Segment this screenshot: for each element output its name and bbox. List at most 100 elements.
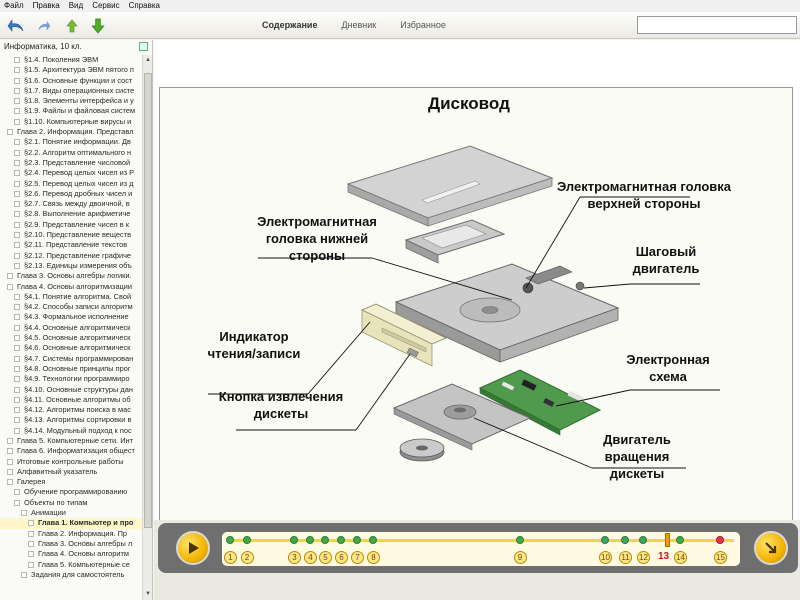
sidebar-toggle-icon[interactable] [139,42,148,51]
tree-item[interactable]: §4.7. Системы программирован [0,354,142,364]
tree-expander-icon[interactable] [14,139,20,146]
frame-dot[interactable] [353,536,361,544]
sidebar-scrollbar[interactable]: ▲ ▼ [142,55,152,600]
tree-expander-icon[interactable] [7,273,13,280]
tree-expander-icon[interactable] [14,417,20,424]
tree-item[interactable]: §4.2. Способы записи алгоритм [0,302,142,312]
tree-expander-icon[interactable] [21,571,27,578]
tree-item[interactable]: §4.11. Основные алгоритмы об [0,395,142,405]
frame-dot[interactable] [639,536,647,544]
tree-item[interactable]: §4.1. Понятие алгоритма. Свой [0,292,142,302]
frame-number[interactable]: 3 [288,551,301,564]
tree-expander-icon[interactable] [7,129,13,136]
tree-expander-icon[interactable] [14,108,20,115]
tree-item[interactable]: §2.8. Выполнение арифметиче [0,209,142,219]
tree-item[interactable]: §1.5. Архитектура ЭВМ пятого п [0,65,142,75]
frame-number[interactable]: 2 [240,551,254,564]
scroll-down-icon[interactable]: ▼ [145,591,151,597]
tree-expander-icon[interactable] [14,252,20,259]
tree-expander-icon[interactable] [21,510,27,517]
frame-number[interactable]: 12 [637,551,650,564]
frame-number[interactable]: 13 [657,551,670,562]
tree-item[interactable]: §4.10. Основные структуры дан [0,385,142,395]
tree-item[interactable]: §1.8. Элементы интерфейса и у [0,96,142,106]
frame-dot[interactable] [321,536,329,544]
frame-number[interactable]: 8 [367,551,380,564]
tree-item[interactable]: §1.6. Основные функции и сост [0,76,142,86]
tree-expander-icon[interactable] [14,159,20,166]
tree-expander-icon[interactable] [14,324,20,331]
frame-dot[interactable] [601,536,609,544]
tree-item[interactable]: §1.4. Поколения ЭВМ [0,55,142,65]
tree-expander-icon[interactable] [14,489,20,496]
tab-diary[interactable]: Дневник [341,20,377,30]
scroll-up-icon[interactable]: ▲ [145,57,151,63]
tree-expander-icon[interactable] [14,396,20,403]
frame-dot[interactable] [306,536,314,544]
frame-dot[interactable] [676,536,684,544]
tree-expander-icon[interactable] [7,283,13,290]
tree-item[interactable]: Галерея [0,477,142,487]
tree-item[interactable]: §1.7. Виды операционных систе [0,86,142,96]
tree-expander-icon[interactable] [14,98,20,105]
tree-expander-icon[interactable] [7,468,13,475]
tree-item[interactable]: §2.12. Представление графиче [0,251,142,261]
tree-expander-icon[interactable] [14,232,20,239]
tree-item[interactable]: §2.5. Перевод целых чисел из д [0,179,142,189]
tree-item[interactable]: Глава 6. Информатизация общест [0,446,142,456]
frame-dot[interactable] [337,536,345,544]
tree-item[interactable]: §4.8. Основные принципы прог [0,364,142,374]
tree-expander-icon[interactable] [14,499,20,506]
tree-item[interactable]: §2.13. Единицы измерения объ [0,261,142,271]
frame-dot[interactable] [242,536,251,544]
tree-item[interactable]: Глава 2. Информация. Пр [0,529,142,539]
menu-service[interactable]: Сервис [92,1,120,10]
search-input[interactable] [637,16,797,34]
tree-expander-icon[interactable] [14,180,20,187]
down-button[interactable] [88,16,108,36]
up-button[interactable] [62,16,82,36]
tree-item[interactable]: Глава 3. Основы алгебры л [0,539,142,549]
tree-expander-icon[interactable] [7,448,13,455]
tree-item[interactable]: Глава 2. Информация. Представл [0,127,142,137]
tree-item[interactable]: Глава 4. Основы алгоритм [0,549,142,559]
frame-number[interactable]: 5 [319,551,332,564]
tree-item[interactable]: §4.5. Основные алгоритмическ [0,333,142,343]
tree-expander-icon[interactable] [14,87,20,94]
tree-item[interactable]: §4.13. Алгоритмы сортировки в [0,415,142,425]
tab-contents[interactable]: Содержание [262,20,318,30]
tree-expander-icon[interactable] [14,221,20,228]
scroll-thumb[interactable] [144,73,152,528]
tree-item[interactable]: Глава 1. Компьютер и про [0,518,142,529]
frame-dot[interactable] [290,536,298,544]
tree-expander-icon[interactable] [7,458,13,465]
tree-item[interactable]: §2.11. Представление текстов [0,240,142,250]
tree-expander-icon[interactable] [14,314,20,321]
tree-expander-icon[interactable] [14,386,20,393]
frame-number[interactable]: 15 [714,551,727,564]
tree-expander-icon[interactable] [14,365,20,372]
tree-item[interactable]: Обучение программированию [0,487,142,497]
tree-item[interactable]: §4.9. Технологии программиро [0,374,142,384]
frame-dot[interactable] [716,536,724,544]
tree-expander-icon[interactable] [28,561,34,568]
tree-expander-icon[interactable] [14,170,20,177]
tree-item[interactable]: Глава 5. Компьютерные се [0,560,142,570]
last-frame-button[interactable] [754,531,788,565]
frame-number[interactable]: 9 [513,551,527,564]
tree-expander-icon[interactable] [14,407,20,414]
tree-expander-icon[interactable] [14,262,20,269]
frame-number[interactable]: 11 [619,551,632,564]
frame-number[interactable]: 1 [224,551,237,564]
tree-item[interactable]: §4.3. Формальное исполнение [0,312,142,322]
tree-item[interactable]: §4.14. Модульный подход к пос [0,426,142,436]
frame-dot[interactable] [226,536,234,544]
menu-view[interactable]: Вид [68,1,84,10]
tree-item[interactable]: §2.1. Понятие информации. Дв [0,137,142,147]
tree-item[interactable]: §4.6. Основные алгоритмическ [0,343,142,353]
menu-edit[interactable]: Правка [32,1,60,10]
tree-item[interactable]: Задания для самостоятель [0,570,142,580]
tree-expander-icon[interactable] [28,530,34,537]
menu-help[interactable]: Справка [128,1,160,10]
tree-expander-icon[interactable] [14,355,20,362]
